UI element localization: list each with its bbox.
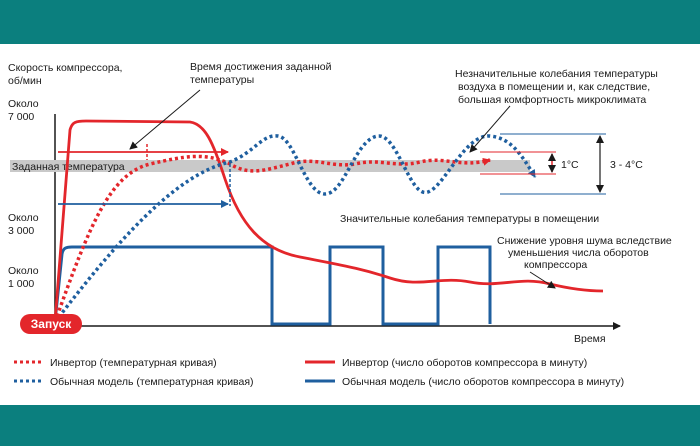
- legend-inverter-temp: Инвертор (температурная кривая): [50, 357, 217, 369]
- noise-reduction-pointer: [529, 271, 556, 289]
- delta-conventional-label: 3 - 4°C: [610, 159, 643, 171]
- tick-1000-value: 1 000: [8, 278, 34, 290]
- small-fluctuation-label: Незначительные колебания температуры: [455, 68, 658, 80]
- tick-3000-value: 3 000: [8, 225, 34, 237]
- start-label: Запуск: [31, 317, 72, 331]
- small-fluctuation-label-3: большая комфортность микроклимата: [458, 94, 646, 106]
- small-fluctuation-label-2: воздуха в помещении и, как следствие,: [458, 81, 650, 93]
- noise-reduction-label-3: компрессора: [524, 259, 587, 271]
- legend-conventional-rpm: Обычная модель (число оборотов компрессо…: [342, 376, 624, 388]
- y-axis-unit: об/мин: [8, 75, 42, 87]
- legend: Инвертор (температурная кривая) Обычная …: [14, 357, 624, 388]
- x-axis-label: Время: [574, 333, 606, 345]
- tick-3000-prefix: Около: [8, 212, 39, 224]
- compressor-diagram: Скорость компрессора, об/мин Около 7 000…: [8, 61, 672, 388]
- noise-reduction-label-2: уменьшения числа оборотов: [508, 247, 649, 259]
- conventional-rpm-curve: [53, 245, 492, 326]
- time-to-target-pointer: [129, 89, 201, 150]
- time-to-target-label-2: температуры: [190, 74, 254, 86]
- diagram-panel: Скорость компрессора, об/мин Около 7 000…: [0, 44, 700, 405]
- legend-conventional-temp: Обычная модель (температурная кривая): [50, 376, 254, 388]
- delta-inverter-label: 1°C: [561, 159, 579, 171]
- large-fluctuation-label: Значительные колебания температуры в пом…: [340, 213, 599, 225]
- inverter-rpm-curve: [53, 119, 604, 323]
- time-to-target-label: Время достижения заданной: [190, 61, 332, 73]
- legend-inverter-rpm: Инвертор (число оборотов компрессора в м…: [342, 357, 587, 369]
- y-axis-title: Скорость компрессора,: [8, 62, 122, 74]
- start-badge: Запуск: [20, 314, 82, 334]
- small-fluctuation-pointer: [469, 105, 511, 153]
- tick-7000-value: 7 000: [8, 111, 34, 123]
- inverter-temperature-curve: [53, 154, 491, 323]
- tick-1000-prefix: Около: [8, 265, 39, 277]
- tick-7000-prefix: Около: [8, 98, 39, 110]
- noise-reduction-label: Снижение уровня шума вследствие: [497, 235, 672, 247]
